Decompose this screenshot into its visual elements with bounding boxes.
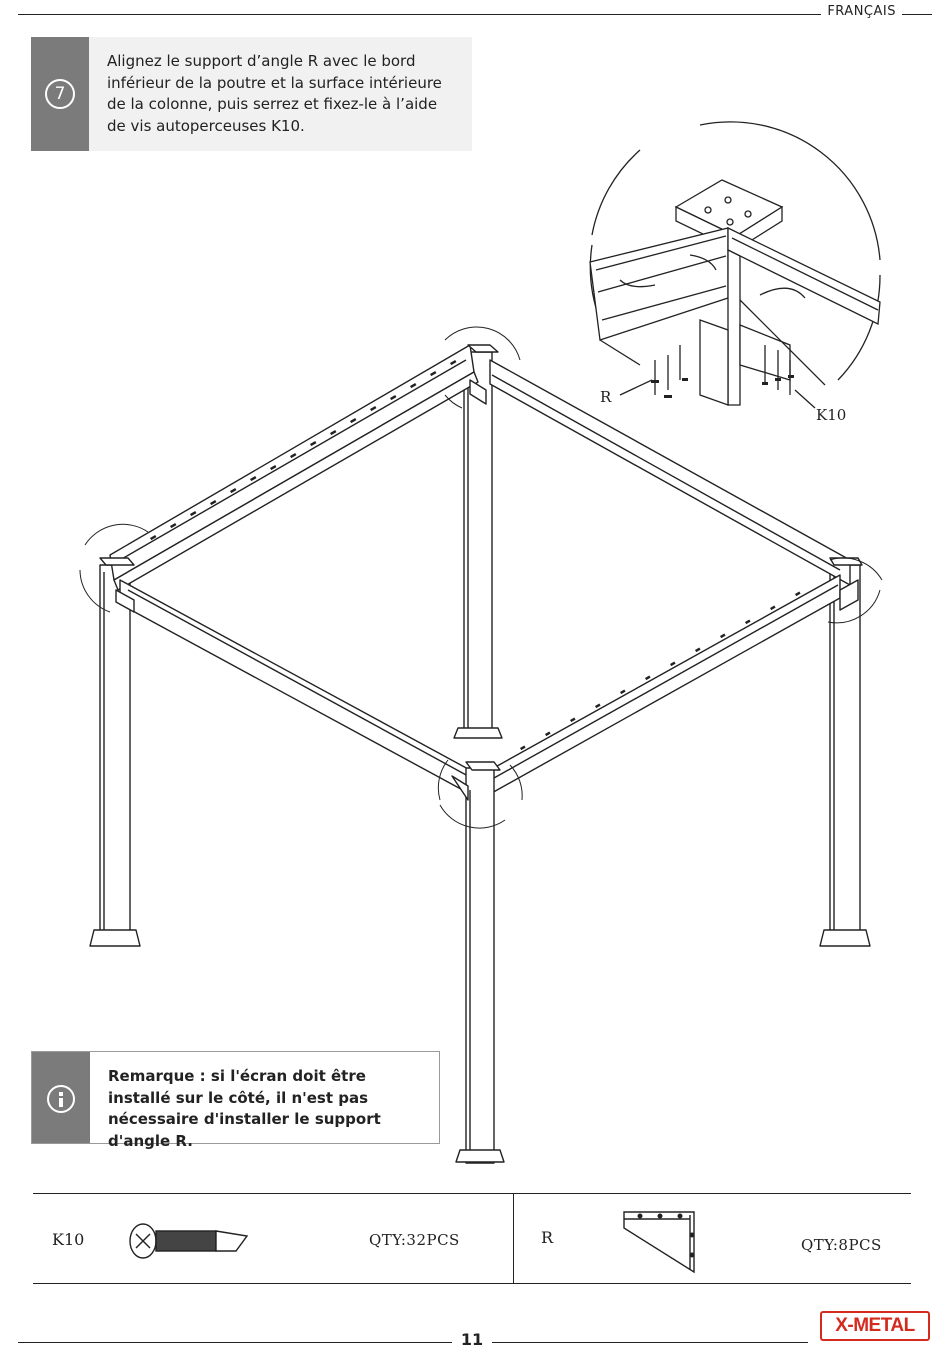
- page-number: 11: [452, 1330, 492, 1349]
- detail-circle-back: [444, 326, 521, 361]
- part-code-r: R: [541, 1228, 554, 1247]
- brand-name: X-METAL: [835, 1315, 915, 1336]
- note-panel: Remarque : si l'écran doit être installé…: [31, 1051, 440, 1150]
- corner-bracket-icon: [623, 1211, 695, 1274]
- parts-table: K10 QTY:32PCS R QTY:8PCS: [33, 1193, 911, 1284]
- magnified-corner-detail: [589, 121, 881, 409]
- part-qty-r: QTY:8PCS: [801, 1236, 882, 1254]
- detail-circle-left: [84, 523, 149, 546]
- step-sidebar: 7: [31, 37, 89, 151]
- detail-label-k10: K10: [816, 406, 846, 424]
- step-instruction-panel: 7 Alignez le support d’angle R avec le b…: [31, 37, 472, 151]
- detail-circle-right: [829, 557, 883, 581]
- screw-icon: [129, 1223, 249, 1259]
- louvre-slots: [150, 360, 801, 751]
- front-post: [455, 767, 505, 1164]
- step-instruction-text: Alignez le support d’angle R avec le bor…: [107, 52, 442, 135]
- info-icon: [47, 1085, 75, 1113]
- front-right-beam: [489, 574, 841, 795]
- detail-circle-front: [437, 759, 449, 801]
- back-post: [453, 351, 503, 739]
- brand-logo: X-METAL: [820, 1311, 930, 1341]
- left-post: [89, 564, 141, 947]
- part-code-k10: K10: [52, 1230, 85, 1249]
- step-number: 7: [45, 79, 75, 109]
- note-text: Remarque : si l'écran doit être installé…: [108, 1067, 381, 1150]
- language-label: FRANÇAIS: [821, 4, 902, 19]
- part-qty-k10: QTY:32PCS: [369, 1231, 460, 1249]
- parts-divider: [513, 1194, 514, 1283]
- back-left-beam: [109, 344, 479, 591]
- front-left-beam: [119, 579, 471, 795]
- note-sidebar: [32, 1052, 90, 1143]
- header-rule: [18, 14, 932, 15]
- detail-label-r: R: [600, 388, 612, 406]
- back-right-beam: [489, 359, 851, 586]
- footer-rule: [18, 1342, 808, 1343]
